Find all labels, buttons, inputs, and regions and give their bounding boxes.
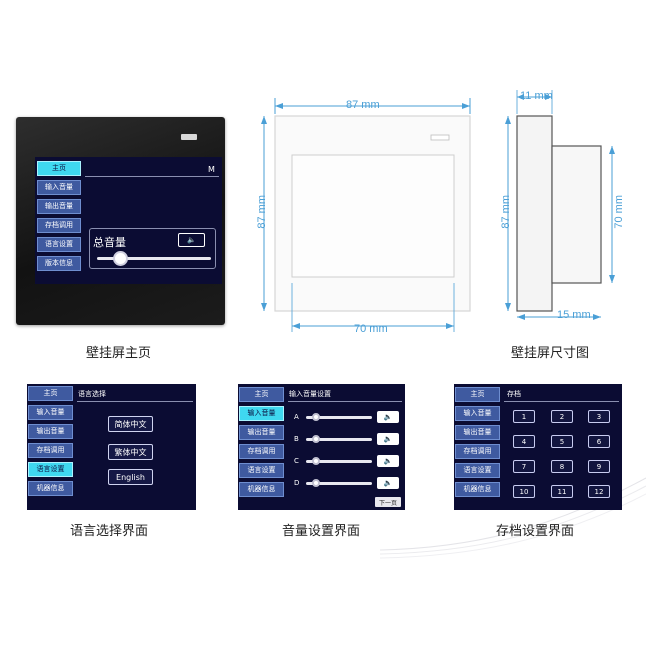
master-volume-slider-track[interactable] (97, 257, 211, 260)
nav-language-setting[interactable]: 语言设置 (28, 462, 73, 477)
caption-volume: 音量设置界面 (282, 524, 361, 539)
channel-b-slider-knob[interactable] (311, 435, 320, 443)
master-volume-label: 总音量 (93, 236, 126, 249)
preset-button-9[interactable]: 9 (588, 460, 610, 473)
wall-panel-device: 主页 输入音量 输出音量 存档调用 语言设置 版本信息 M 总音量 🔈 (16, 117, 225, 325)
nav-input-volume[interactable]: 输入音量 (455, 406, 500, 421)
channel-label: B (294, 435, 299, 443)
channel-label: A (294, 413, 299, 421)
volume-screen: 主页 输入音量 输出音量 存档调用 语言设置 机器信息 输入音量设置 A 🔈 B… (238, 384, 405, 510)
nav-home[interactable]: 主页 (28, 386, 73, 401)
channel-c-slider-knob[interactable] (311, 457, 320, 465)
nav-language-setting[interactable]: 语言设置 (455, 463, 500, 478)
side-depth-inner-dimension: 15 mm (557, 309, 591, 321)
header-divider (85, 176, 219, 177)
header-divider (504, 401, 619, 402)
screen-title: 语言选择 (78, 390, 106, 398)
channel-a-slider-track[interactable] (306, 416, 372, 419)
master-volume-slider-knob[interactable] (112, 251, 128, 266)
caption-dimensions: 壁挂屏尺寸图 (511, 346, 590, 361)
home-screen: 主页 输入音量 输出音量 存档调用 语言设置 版本信息 M 总音量 🔈 (35, 157, 222, 284)
nav-language-setting[interactable]: 语言设置 (37, 237, 81, 252)
language-screen: 主页 输入音量 输出音量 存档调用 语言设置 机器信息 语言选择 简体中文 繁体… (27, 384, 196, 510)
speaker-icon: 🔈 (383, 435, 393, 443)
preset-button-6[interactable]: 6 (588, 435, 610, 448)
nav-home[interactable]: 主页 (37, 161, 81, 176)
channel-a-slider-knob[interactable] (311, 413, 320, 421)
nav-device-info[interactable]: 机器信息 (239, 482, 284, 497)
next-page-button[interactable]: 下一页 (375, 497, 401, 507)
channel-d-slider-knob[interactable] (311, 479, 320, 487)
lang-traditional-chinese-button[interactable]: 繁体中文 (108, 444, 153, 460)
master-volume-panel (89, 228, 216, 269)
nav-output-volume[interactable]: 输出音量 (455, 425, 500, 440)
speaker-icon: 🔈 (383, 479, 393, 487)
channel-d-slider-track[interactable] (306, 482, 372, 485)
nav-home[interactable]: 主页 (239, 387, 284, 402)
header-divider (77, 401, 193, 402)
side-height-outer-dimension: 87 mm (500, 195, 512, 229)
header-divider (288, 401, 402, 402)
screen-width-dimension: 70 mm (354, 323, 388, 335)
preset-button-3[interactable]: 3 (588, 410, 610, 423)
nav-preset-recall[interactable]: 存档调用 (37, 218, 81, 233)
nav-preset-recall[interactable]: 存档调用 (239, 444, 284, 459)
channel-a-mute-button[interactable]: 🔈 (377, 411, 399, 423)
preset-button-11[interactable]: 11 (551, 485, 573, 498)
caption-preset: 存档设置界面 (496, 524, 575, 539)
nav-language-setting[interactable]: 语言设置 (239, 463, 284, 478)
preset-button-2[interactable]: 2 (551, 410, 573, 423)
nav-input-volume[interactable]: 输入音量 (239, 406, 284, 421)
lang-english-button[interactable]: English (108, 469, 153, 485)
nav-input-volume[interactable]: 输入音量 (28, 405, 73, 420)
dimension-drawing (261, 90, 615, 332)
caption-home: 壁挂屏主页 (86, 346, 152, 361)
preset-button-7[interactable]: 7 (513, 460, 535, 473)
nav-preset-recall[interactable]: 存档调用 (28, 443, 73, 458)
preset-button-10[interactable]: 10 (513, 485, 535, 498)
nav-home[interactable]: 主页 (455, 387, 500, 402)
nav-device-info[interactable]: 机器信息 (455, 482, 500, 497)
preset-button-4[interactable]: 4 (513, 435, 535, 448)
preset-button-8[interactable]: 8 (551, 460, 573, 473)
side-depth-dimension: 11 mm (520, 90, 553, 102)
channel-label: D (294, 479, 300, 487)
side-height-inner-dimension: 70 mm (613, 195, 625, 229)
nav-output-volume[interactable]: 输出音量 (37, 199, 81, 214)
channel-label: C (294, 457, 299, 465)
nav-device-info[interactable]: 机器信息 (28, 481, 73, 496)
preset-button-1[interactable]: 1 (513, 410, 535, 423)
preset-button-12[interactable]: 12 (588, 485, 610, 498)
master-mute-button[interactable]: 🔈 (178, 233, 205, 247)
caption-language: 语言选择界面 (70, 524, 149, 539)
channel-d-mute-button[interactable]: 🔈 (377, 477, 399, 489)
mode-indicator: M (208, 165, 215, 174)
status-led (181, 134, 197, 140)
preset-button-5[interactable]: 5 (551, 435, 573, 448)
channel-c-mute-button[interactable]: 🔈 (377, 455, 399, 467)
speaker-icon: 🔈 (187, 236, 196, 244)
nav-input-volume[interactable]: 输入音量 (37, 180, 81, 195)
nav-version-info[interactable]: 版本信息 (37, 256, 81, 271)
nav-output-volume[interactable]: 输出音量 (28, 424, 73, 439)
speaker-icon: 🔈 (383, 413, 393, 421)
lang-simplified-chinese-button[interactable]: 简体中文 (108, 416, 153, 432)
front-height-dimension: 87 mm (256, 195, 268, 229)
channel-b-mute-button[interactable]: 🔈 (377, 433, 399, 445)
channel-c-slider-track[interactable] (306, 460, 372, 463)
preset-screen: 主页 输入音量 输出音量 存档调用 语言设置 机器信息 存档 1 2 3 4 5… (454, 384, 622, 510)
screen-title: 输入音量设置 (289, 390, 331, 398)
nav-preset-recall[interactable]: 存档调用 (455, 444, 500, 459)
speaker-icon: 🔈 (383, 457, 393, 465)
front-width-dimension: 87 mm (346, 99, 380, 111)
nav-output-volume[interactable]: 输出音量 (239, 425, 284, 440)
channel-b-slider-track[interactable] (306, 438, 372, 441)
screen-title: 存档 (507, 390, 521, 398)
